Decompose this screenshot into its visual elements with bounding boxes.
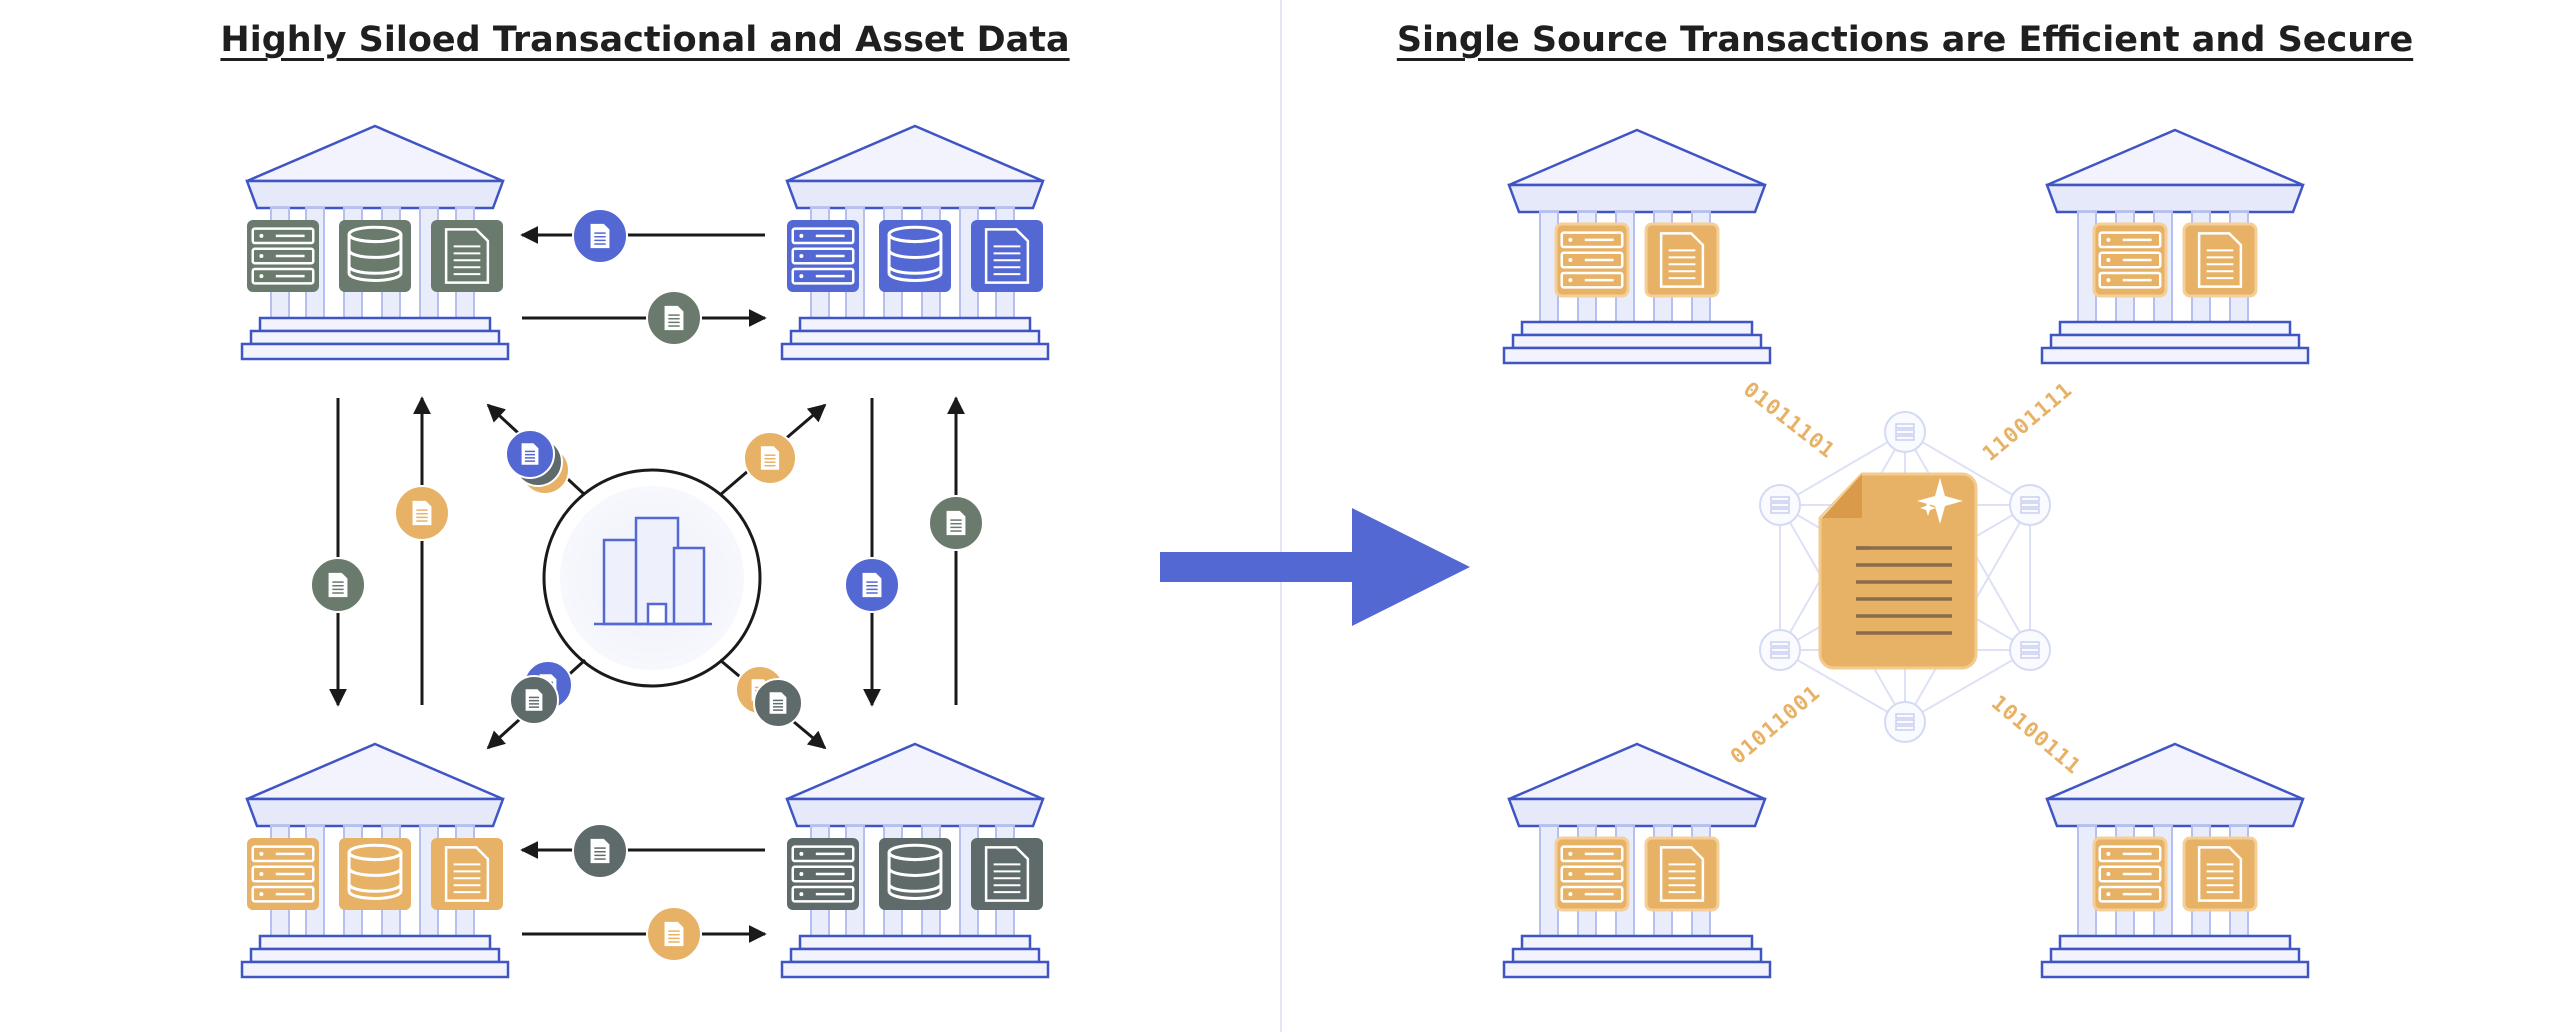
database-icon: [339, 838, 411, 910]
bank-building-icon: [2040, 128, 2310, 365]
document-icon: [2182, 836, 2258, 912]
bank-building-icon: [780, 742, 1050, 979]
server-icon: [2092, 836, 2168, 912]
document-coin-icon: [928, 495, 984, 551]
document-coin-icon: [394, 485, 450, 541]
left-panel-title: Highly Siloed Transactional and Asset Da…: [220, 20, 1070, 60]
document-icon: [971, 838, 1043, 910]
document-icon: [431, 838, 503, 910]
document-coin-icon: [646, 290, 702, 346]
document-icon: [2182, 222, 2258, 298]
database-icon: [339, 220, 411, 292]
right-diagram: [1502, 128, 2310, 979]
document-coin-icon: [505, 429, 555, 479]
document-icon: [1644, 222, 1720, 298]
document-coin-icon: [753, 678, 803, 728]
network-node-icon: [2009, 484, 2051, 526]
sparkle-icon: [1917, 478, 1963, 524]
document-coin-icon: [572, 208, 628, 264]
server-icon: [787, 220, 859, 292]
network-node-icon: [1759, 629, 1801, 671]
server-icon: [247, 838, 319, 910]
document-icon: [1644, 836, 1720, 912]
document-coin-icon: [844, 557, 900, 613]
document-coin-icon: [572, 823, 628, 879]
bank-building-icon: [2040, 742, 2310, 979]
document-coin-icon: [310, 557, 366, 613]
network-node-icon: [2009, 629, 2051, 671]
network-node-icon: [1884, 701, 1926, 743]
server-icon: [2092, 222, 2168, 298]
bank-building-icon: [240, 124, 510, 361]
database-icon: [879, 838, 951, 910]
binary-label: 11001111: [1978, 377, 2077, 466]
database-icon: [879, 220, 951, 292]
document-coin-icon: [743, 431, 797, 485]
bank-building-icon: [1502, 128, 1772, 365]
central-ledger-document-icon: [1818, 472, 1978, 670]
server-icon: [247, 220, 319, 292]
right-panel-title: Single Source Transactions are Efficient…: [1396, 20, 2414, 60]
bank-building-icon: [240, 742, 510, 979]
binary-label: 01011101: [1739, 377, 1840, 463]
binary-label: 10100111: [1987, 690, 2086, 779]
document-icon: [971, 220, 1043, 292]
document-icon: [431, 220, 503, 292]
panel-divider: [1280, 0, 1282, 1032]
server-icon: [1554, 836, 1630, 912]
network-ring: [1759, 411, 2051, 743]
server-icon: [787, 838, 859, 910]
document-coin-icon: [509, 675, 559, 725]
network-node-icon: [1759, 484, 1801, 526]
left-diagram: [240, 124, 1050, 979]
binary-label: 01011001: [1726, 680, 1825, 769]
network-node-icon: [1884, 411, 1926, 453]
bank-building-icon: [1502, 742, 1772, 979]
server-icon: [1554, 222, 1630, 298]
big-right-arrow-icon: [1160, 508, 1470, 626]
document-coin-icon: [646, 906, 702, 962]
bank-building-icon: [780, 124, 1050, 361]
office-buildings-icon: [542, 468, 762, 688]
